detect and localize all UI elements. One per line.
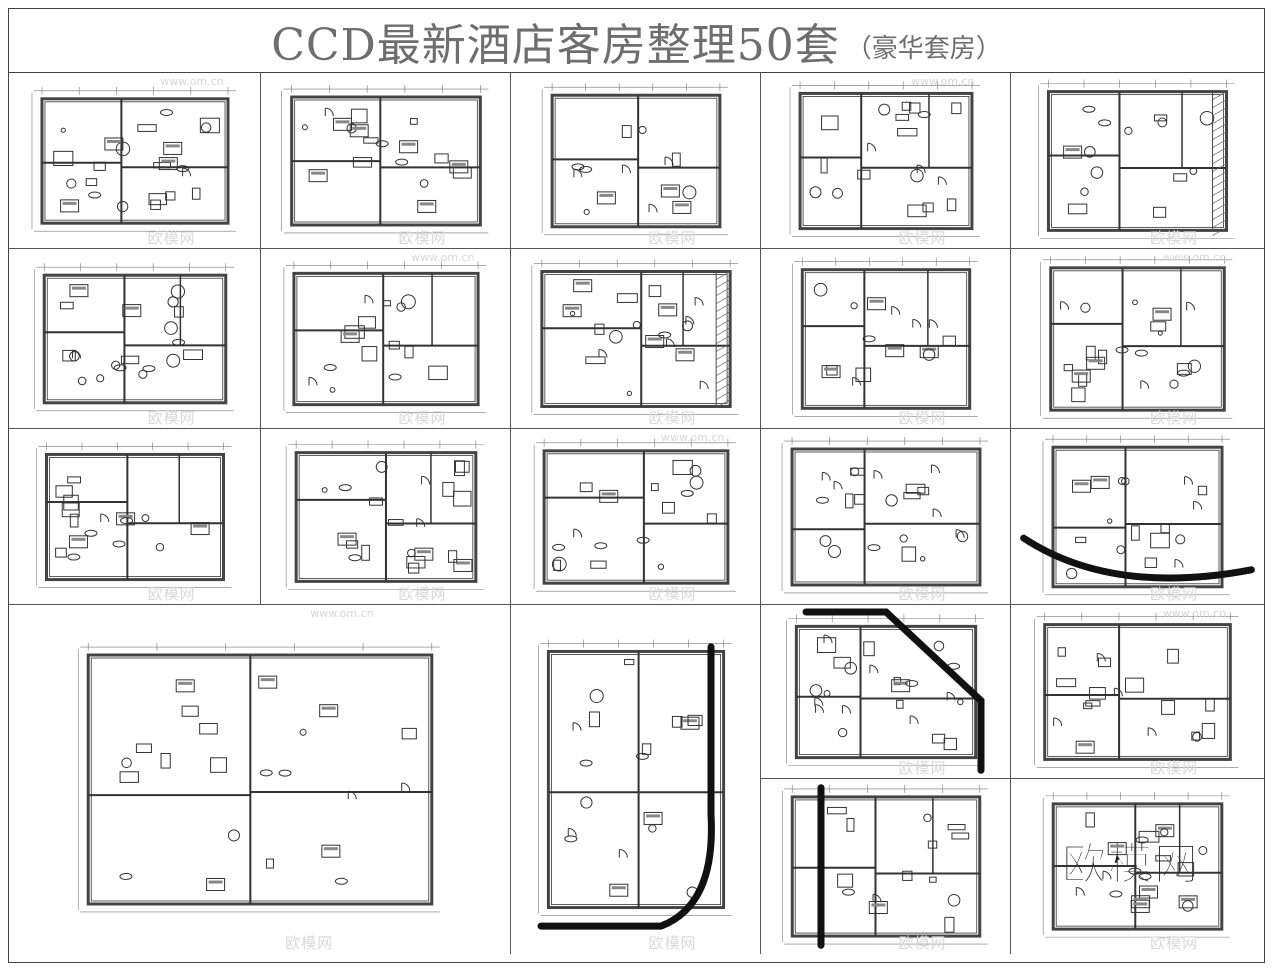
floor-plan-17: 欧模网	[511, 605, 761, 954]
floor-plan-drawing	[31, 86, 237, 232]
floor-plan-drawing	[1040, 255, 1233, 419]
floor-plan-8: 欧模网	[511, 249, 761, 429]
floor-plan-drawing	[789, 81, 980, 237]
floor-plan-drawing	[33, 263, 234, 412]
floor-plan-drawing	[792, 257, 978, 417]
floor-plan-15: 欧模网	[1011, 429, 1264, 605]
floor-plan-9: 欧模网	[761, 249, 1011, 429]
floor-plan-3: 欧模网	[511, 73, 761, 249]
floor-plan-drawing	[36, 442, 232, 588]
floor-plan-drawing	[283, 261, 487, 413]
floor-plan-20: 欧模网	[761, 779, 1011, 954]
floor-plan-14: 欧模网	[761, 429, 1011, 605]
floor-plan-5: 欧模网	[1011, 73, 1264, 249]
floor-plan-drawing	[77, 643, 440, 913]
floor-plan-2: 欧模网	[261, 73, 511, 249]
page-title: CCD最新酒店客房整理50套	[271, 19, 840, 71]
floor-plan-drawing	[541, 83, 728, 236]
floor-plan-drawing	[1038, 79, 1235, 239]
floor-plan-21: 欧模网	[1011, 779, 1264, 954]
page-subtitle: （豪华套房）	[845, 34, 1002, 64]
floor-plan-drawing	[533, 438, 736, 592]
floor-plan-drawing	[1020, 435, 1255, 596]
floor-plan-drawing	[537, 639, 732, 930]
floor-plan-drawing	[781, 784, 988, 949]
floor-plan-drawing	[285, 440, 484, 590]
floor-plan-drawing	[786, 608, 985, 774]
floor-plan-drawing	[531, 259, 739, 415]
floor-plan-12: 欧模网	[261, 429, 511, 605]
floor-plan-11: 欧模网	[9, 429, 261, 605]
floor-plan-18: 欧模网	[761, 605, 1011, 779]
title-bar: CCD最新酒店客房整理50套 （豪华套房）	[9, 9, 1264, 73]
floor-plan-drawing	[1042, 791, 1230, 938]
floor-plan-drawing	[281, 85, 489, 234]
floor-plan-drawing	[1034, 612, 1239, 768]
brand-watermark: 欧模网	[1062, 839, 1200, 891]
floor-plan-6: 欧模网	[9, 249, 261, 429]
floor-plan-drawing	[781, 437, 988, 594]
